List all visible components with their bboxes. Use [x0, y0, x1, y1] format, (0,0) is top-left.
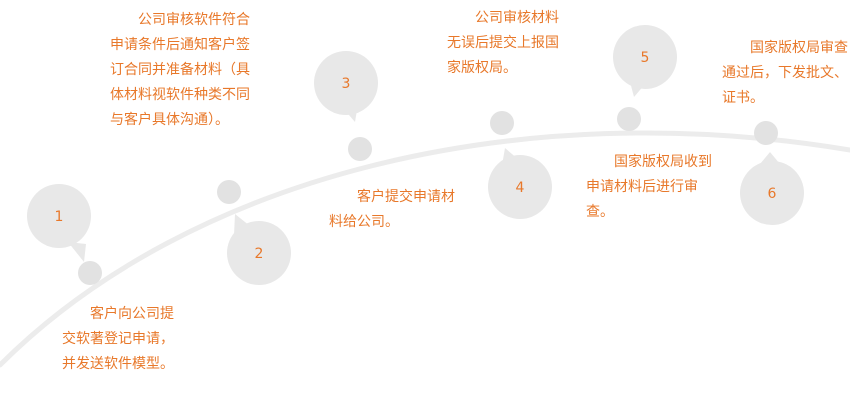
- timeline-node-3: [348, 137, 372, 161]
- timeline-node-6: [754, 121, 778, 145]
- step-bubble-6: 6: [740, 152, 804, 225]
- timeline-node-4: [490, 111, 514, 135]
- step-bubble-4: 4: [488, 148, 552, 219]
- step-bubble-5: 5: [613, 25, 677, 97]
- timeline-node-2: [217, 180, 241, 204]
- timeline-node-1: [78, 261, 102, 285]
- step-bubble-3: 3: [314, 51, 378, 122]
- step-number-1: 1: [55, 209, 64, 225]
- step-number-5: 5: [641, 50, 650, 66]
- step-number-6: 6: [768, 186, 777, 202]
- step-number-2: 2: [255, 246, 264, 262]
- step-number-3: 3: [342, 76, 351, 92]
- step-text-5: 国家版权局收到申请材料后进行审查。: [586, 154, 712, 220]
- step-bubble-1: 1: [27, 184, 91, 262]
- step-text-2: 公司审核软件符合申请条件后通知客户签订合同并准备材料（具体材料视软件种类不同与客…: [110, 12, 250, 128]
- step-text-4: 公司审核材料无误后提交上报国家版权局。: [447, 10, 559, 76]
- step-number-4: 4: [516, 180, 525, 196]
- timeline-node-5: [617, 107, 641, 131]
- step-bubble-2: 2: [227, 214, 291, 285]
- step-text-6: 国家版权局审查通过后，下发批文、证书。: [722, 40, 848, 106]
- step-text-1: 客户向公司提交软著登记申请，并发送软件模型。: [62, 306, 174, 372]
- step-text-3: 客户提交申请材料给公司。: [329, 189, 455, 230]
- timeline-curve: [0, 130, 850, 368]
